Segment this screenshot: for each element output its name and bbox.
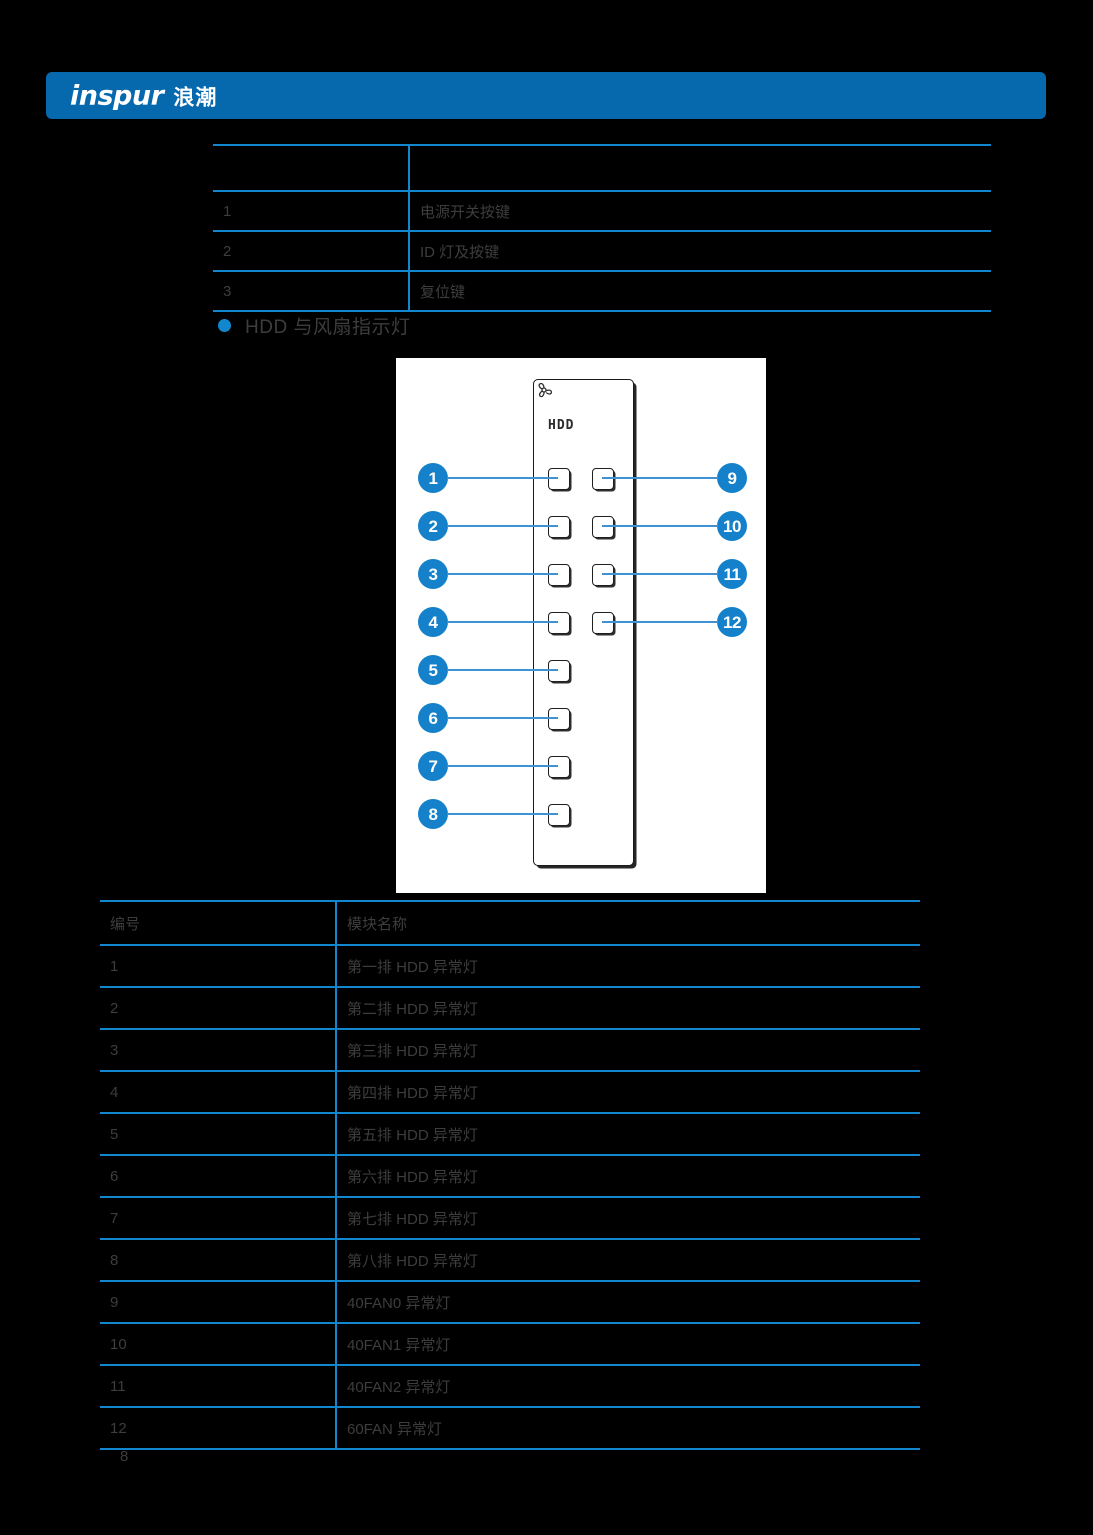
cell-module-name: 第五排 HDD 异常灯 — [335, 1112, 920, 1156]
cell-number: 5 — [100, 1112, 336, 1156]
callout-leader-line-4 — [447, 621, 558, 623]
callout-marker-5: 5 — [418, 655, 448, 685]
cell-module-name: 60FAN 异常灯 — [335, 1406, 920, 1450]
callout-marker-2: 2 — [418, 511, 448, 541]
cell-number: 12 — [100, 1406, 336, 1450]
cell-module-name: 40FAN2 异常灯 — [335, 1364, 920, 1408]
led-indicator-1 — [548, 468, 570, 490]
callout-leader-line-5 — [447, 669, 558, 671]
callout-marker-1: 1 — [418, 463, 448, 493]
callout-marker-3: 3 — [418, 559, 448, 589]
callout-marker-11: 11 — [717, 559, 747, 589]
callout-leader-line-12 — [602, 621, 718, 623]
led-indicator-12 — [592, 612, 614, 634]
table-header-module-name: 模块名称 — [335, 900, 920, 946]
table-header-number — [213, 144, 409, 192]
led-indicator-2 — [548, 516, 570, 538]
led-indicator-6 — [548, 708, 570, 730]
page-number: 8 — [120, 1448, 129, 1465]
table-header-row — [213, 144, 991, 192]
cell-module-name: 第八排 HDD 异常灯 — [335, 1238, 920, 1282]
cell-number: 10 — [100, 1322, 336, 1366]
cell-module-name: 第三排 HDD 异常灯 — [335, 1028, 920, 1072]
hdd-column-label: HDD — [548, 418, 575, 433]
cell-module-name: 第四排 HDD 异常灯 — [335, 1070, 920, 1114]
cell-module-name: 电源开关按键 — [408, 190, 991, 232]
led-indicator-9 — [592, 468, 614, 490]
callout-marker-12: 12 — [717, 607, 747, 637]
cell-number: 11 — [100, 1364, 336, 1408]
callout-leader-line-8 — [447, 813, 558, 815]
led-indicator-4 — [548, 612, 570, 634]
section-heading: HDD 与风扇指示灯 — [218, 312, 410, 339]
cell-module-name: 第六排 HDD 异常灯 — [335, 1154, 920, 1198]
cell-number: 1 — [100, 944, 336, 988]
fan-icon — [534, 382, 554, 404]
table-header-row: 编号 模块名称 — [100, 900, 920, 946]
cell-module-name: 第七排 HDD 异常灯 — [335, 1196, 920, 1240]
cell-number: 3 — [213, 270, 409, 312]
cell-number: 9 — [100, 1280, 336, 1324]
cell-number: 8 — [100, 1238, 336, 1282]
callout-marker-6: 6 — [418, 703, 448, 733]
cell-number: 2 — [100, 986, 336, 1030]
bullet-icon — [218, 319, 231, 332]
led-indicator-5 — [548, 660, 570, 682]
cell-number: 1 — [213, 190, 409, 232]
led-indicator-3 — [548, 564, 570, 586]
callout-leader-line-6 — [447, 717, 558, 719]
cell-module-name: 40FAN1 异常灯 — [335, 1322, 920, 1366]
section-heading-label: HDD 与风扇指示灯 — [245, 317, 411, 338]
inspur-logo: inspur 浪潮 — [70, 80, 217, 111]
callout-leader-line-7 — [447, 765, 558, 767]
page-header-bar: inspur 浪潮 — [46, 72, 1046, 119]
callout-marker-7: 7 — [418, 751, 448, 781]
cell-module-name: 第二排 HDD 异常灯 — [335, 986, 920, 1030]
callout-leader-line-1 — [447, 477, 558, 479]
table-header-name — [408, 144, 991, 192]
led-indicator-10 — [592, 516, 614, 538]
cell-module-name: 复位键 — [408, 270, 991, 312]
callout-leader-line-10 — [602, 525, 718, 527]
callout-marker-8: 8 — [418, 799, 448, 829]
cell-module-name: 第一排 HDD 异常灯 — [335, 944, 920, 988]
brand-chinese-text: 浪潮 — [173, 86, 218, 109]
callout-marker-4: 4 — [418, 607, 448, 637]
cell-number: 3 — [100, 1028, 336, 1072]
cell-module-name: ID 灯及按键 — [408, 230, 991, 272]
callout-leader-line-11 — [602, 573, 718, 575]
cell-module-name: 40FAN0 异常灯 — [335, 1280, 920, 1324]
brand-latin-text: inspur — [70, 80, 164, 111]
cell-number: 2 — [213, 230, 409, 272]
callout-leader-line-3 — [447, 573, 558, 575]
callout-marker-9: 9 — [717, 463, 747, 493]
led-indicator-7 — [548, 756, 570, 778]
cell-number: 7 — [100, 1196, 336, 1240]
led-indicator-8 — [548, 804, 570, 826]
led-indicator-11 — [592, 564, 614, 586]
cell-number: 4 — [100, 1070, 336, 1114]
cell-number: 6 — [100, 1154, 336, 1198]
table-header-number: 编号 — [100, 900, 336, 946]
callout-leader-line-2 — [447, 525, 558, 527]
callout-marker-10: 10 — [717, 511, 747, 541]
callout-leader-line-9 — [602, 477, 718, 479]
